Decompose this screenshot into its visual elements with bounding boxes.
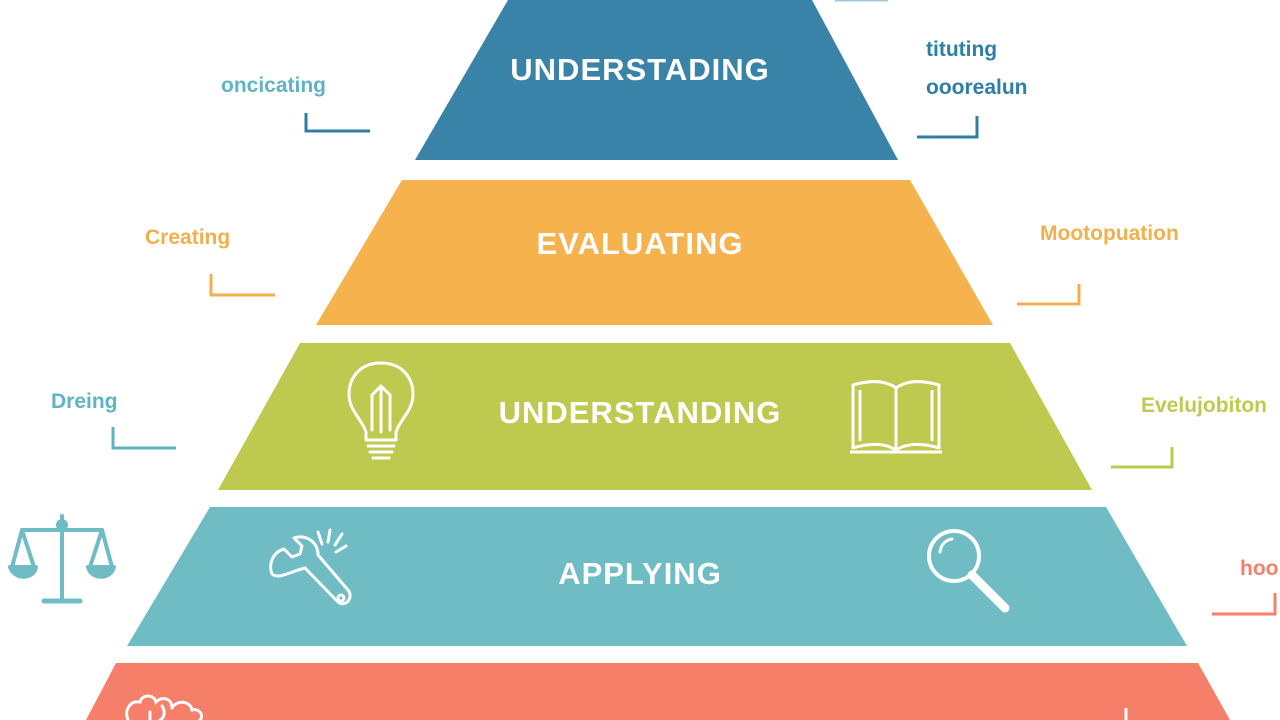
bracket-left-1 — [304, 113, 370, 133]
tier-2-band — [316, 180, 993, 325]
lightbulb-icon — [347, 361, 415, 460]
side-note-right-1: tituting — [926, 38, 998, 61]
side-note-left-2: Creating — [145, 226, 231, 249]
side-note-right-3: Mootopuation — [1040, 222, 1179, 245]
bracket-left-2 — [209, 274, 275, 297]
open-book-icon — [850, 380, 942, 454]
side-note-left-1: oncicating — [221, 74, 327, 97]
bracket-right-4 — [1212, 593, 1277, 616]
magnifier-icon — [927, 529, 1010, 613]
tier-3-band — [218, 343, 1092, 490]
side-note-right-2: ooorealun — [926, 76, 1028, 99]
tier-4-band — [127, 507, 1187, 646]
wrench-icon — [269, 528, 352, 606]
side-note-left-3: Dreing — [51, 390, 118, 413]
bracket-right-1 — [917, 116, 979, 139]
balance-scale-icon — [8, 514, 116, 604]
tier-5-band — [86, 663, 1230, 720]
bracket-left-3 — [111, 427, 176, 450]
bracket-right-3 — [1111, 447, 1174, 469]
brain-icon — [125, 694, 204, 720]
side-note-right-5: hoo — [1240, 557, 1279, 580]
tier-1-band — [415, 0, 898, 160]
side-note-right-4: Evelujobiton — [1141, 394, 1267, 417]
bracket-right-2 — [1017, 284, 1081, 306]
